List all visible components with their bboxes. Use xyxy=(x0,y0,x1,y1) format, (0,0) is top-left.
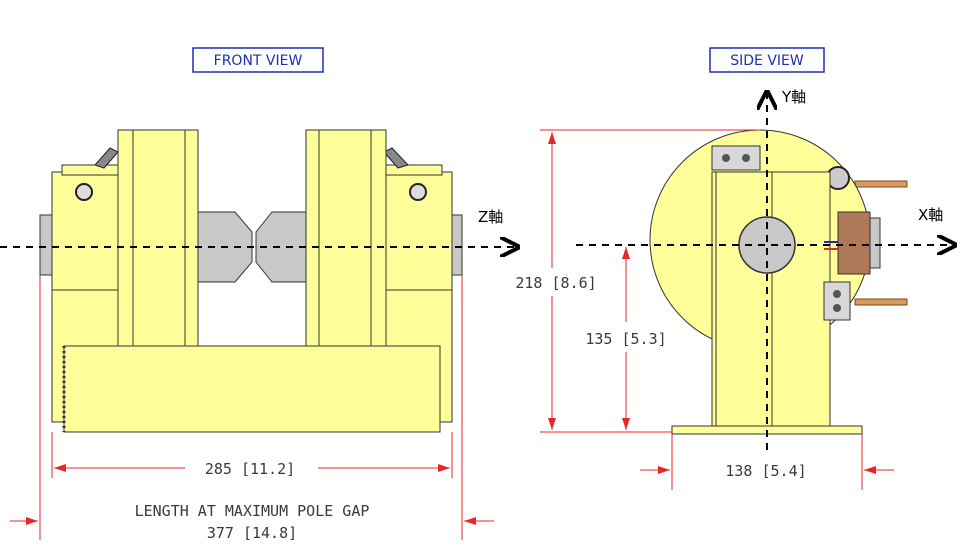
dimension-285: 285 [11.2] xyxy=(51,432,453,478)
dimension-138: 138 [5.4] xyxy=(640,434,894,490)
front-view: FRONT VIEW Z軸 xyxy=(0,47,518,542)
left-coil xyxy=(117,129,199,351)
front-view-title-text: FRONT VIEW xyxy=(214,53,303,69)
dim-377-arrow-right xyxy=(464,517,476,525)
x-axis-label: X軸 xyxy=(918,206,943,224)
dim-218-arrow-top xyxy=(548,132,556,144)
clamp-screw-icon-2 xyxy=(742,154,750,162)
dimension-285-text: 285 [11.2] xyxy=(205,460,295,478)
y-axis-label: Y軸 xyxy=(781,88,806,106)
terminal-cap xyxy=(869,217,881,269)
dim-218-arrow-bottom xyxy=(548,418,556,430)
dim-377-arrow-left xyxy=(26,517,38,525)
dim-138-arrow-right xyxy=(864,466,876,474)
dim-135-arrow-top xyxy=(622,247,630,259)
dim-285-arrow-left xyxy=(54,464,66,472)
side-view: SIDE VIEW X軸 Y軸 xyxy=(515,47,955,490)
right-housing-top xyxy=(381,164,443,176)
lower-clamp xyxy=(823,281,851,321)
lower-clamp-screw-icon xyxy=(833,290,841,298)
top-clamp-block xyxy=(711,145,761,171)
side-view-title: SIDE VIEW xyxy=(709,47,825,73)
right-coil xyxy=(305,129,387,351)
length-value-text: 377 [14.8] xyxy=(207,524,297,542)
dimension-377: LENGTH AT MAXIMUM POLE GAP 377 [14.8] xyxy=(10,275,494,542)
left-bolt-icon xyxy=(75,183,93,201)
terminal-rod-top xyxy=(854,180,908,188)
side-view-title-text: SIDE VIEW xyxy=(730,53,804,69)
right-pole-piece xyxy=(255,211,307,283)
dimension-135-text: 135 [5.3] xyxy=(585,330,666,348)
dimension-135: 135 [5.3] xyxy=(585,247,667,430)
z-axis-label: Z軸 xyxy=(478,208,503,226)
dimension-138-text: 138 [5.4] xyxy=(725,462,806,480)
terminal-block xyxy=(837,211,871,275)
front-view-title: FRONT VIEW xyxy=(192,47,324,73)
dim-285-arrow-right xyxy=(438,464,450,472)
dim-135-arrow-bottom xyxy=(622,418,630,430)
terminal-rod-bottom xyxy=(854,298,908,306)
dim-138-arrow-left xyxy=(658,466,670,474)
length-label-text: LENGTH AT MAXIMUM POLE GAP xyxy=(135,502,370,520)
left-housing-top xyxy=(61,164,123,176)
clamp-screw-icon xyxy=(722,154,730,162)
dimension-218-text: 218 [8.6] xyxy=(515,274,596,292)
dimension-218: 218 [8.6] xyxy=(515,129,760,433)
side-frame xyxy=(711,171,831,433)
right-bolt-icon xyxy=(409,183,427,201)
base-plate xyxy=(63,345,441,433)
lower-clamp-screw-icon-2 xyxy=(833,304,841,312)
